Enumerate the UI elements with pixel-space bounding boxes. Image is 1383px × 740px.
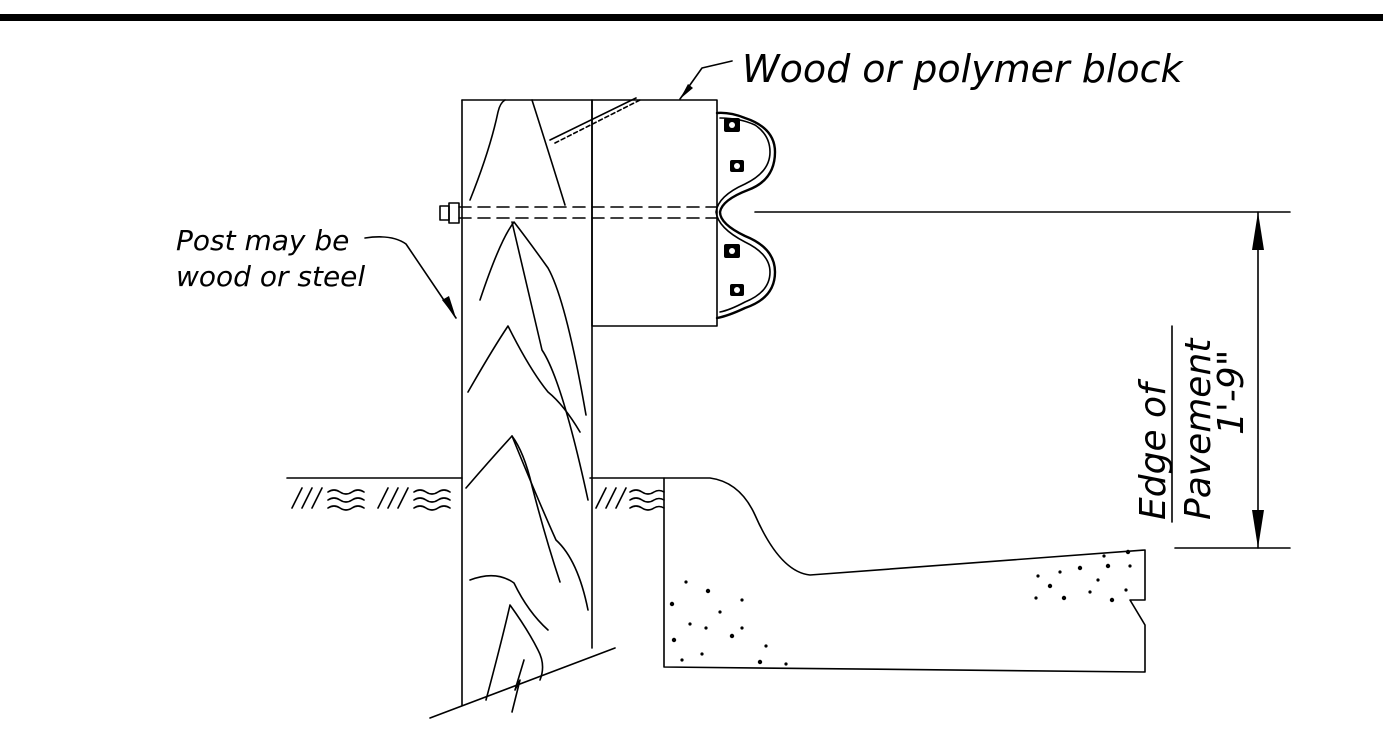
block-label: Wood or polymer block bbox=[742, 47, 1185, 91]
ground-line-left bbox=[286, 477, 463, 511]
post bbox=[429, 99, 616, 719]
w-beam-rail bbox=[715, 111, 777, 320]
post-label-line1: Post may be bbox=[176, 224, 349, 257]
concrete-stipple bbox=[669, 549, 1132, 666]
post-label-line2: wood or steel bbox=[176, 260, 365, 293]
edge-of-pavement-line2: Pavement bbox=[1178, 337, 1219, 520]
ground-line-right bbox=[589, 477, 665, 511]
bolt bbox=[439, 202, 718, 224]
wood-grain bbox=[465, 99, 589, 701]
curb-and-pavement bbox=[663, 477, 1146, 673]
spacer-block bbox=[549, 97, 718, 327]
top-border bbox=[0, 14, 1383, 21]
post-leader bbox=[364, 236, 457, 319]
dimension-1ft-9in bbox=[754, 211, 1291, 549]
dimension-label: 1'-9" bbox=[1211, 350, 1252, 435]
block-leader bbox=[679, 60, 733, 100]
edge-of-pavement-line1: Edge of bbox=[1133, 378, 1174, 520]
